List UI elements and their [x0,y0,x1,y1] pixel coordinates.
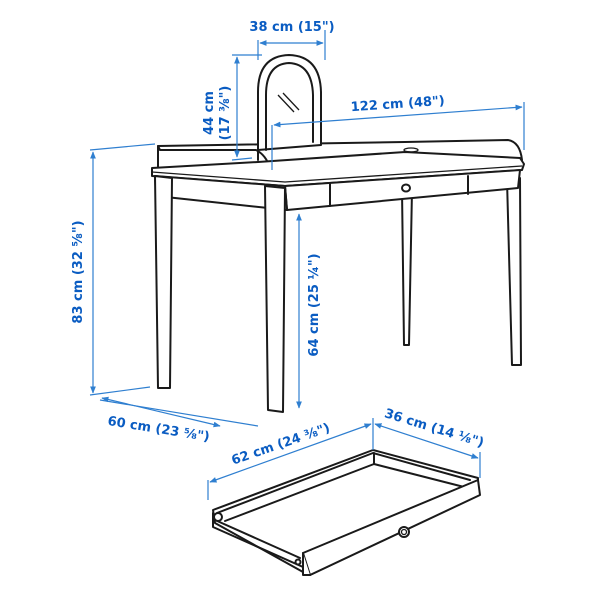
back-right-leg [506,177,522,366]
mirror-width-label: 38 cm (15") [249,20,334,35]
drawer-knob-icon [398,526,410,538]
back-left-leg [401,189,413,346]
mirror-height-label: 44 cm(17 ⅜") [202,86,233,141]
drawer-front [329,175,469,207]
drawer-length-label: 62 cm (24 ⅜") [230,421,332,469]
front-left-leg [154,175,173,389]
table-depth-label: 60 cm (23 ⅝") [106,414,210,445]
drawer-runner [212,512,304,568]
mirror-glass [265,62,314,151]
table-width-label: 122 cm (48") [350,94,445,116]
drawer [212,449,481,576]
front-right-leg [264,185,286,413]
total-height-label: 83 cm (32 ⅝") [71,220,86,323]
drawer-width-label: 36 cm (14 ⅛") [383,406,486,450]
knob-icon [401,183,411,193]
leg-clearance-label: 64 cm (25 ¼") [307,253,322,356]
dimension-lines [89,30,525,500]
